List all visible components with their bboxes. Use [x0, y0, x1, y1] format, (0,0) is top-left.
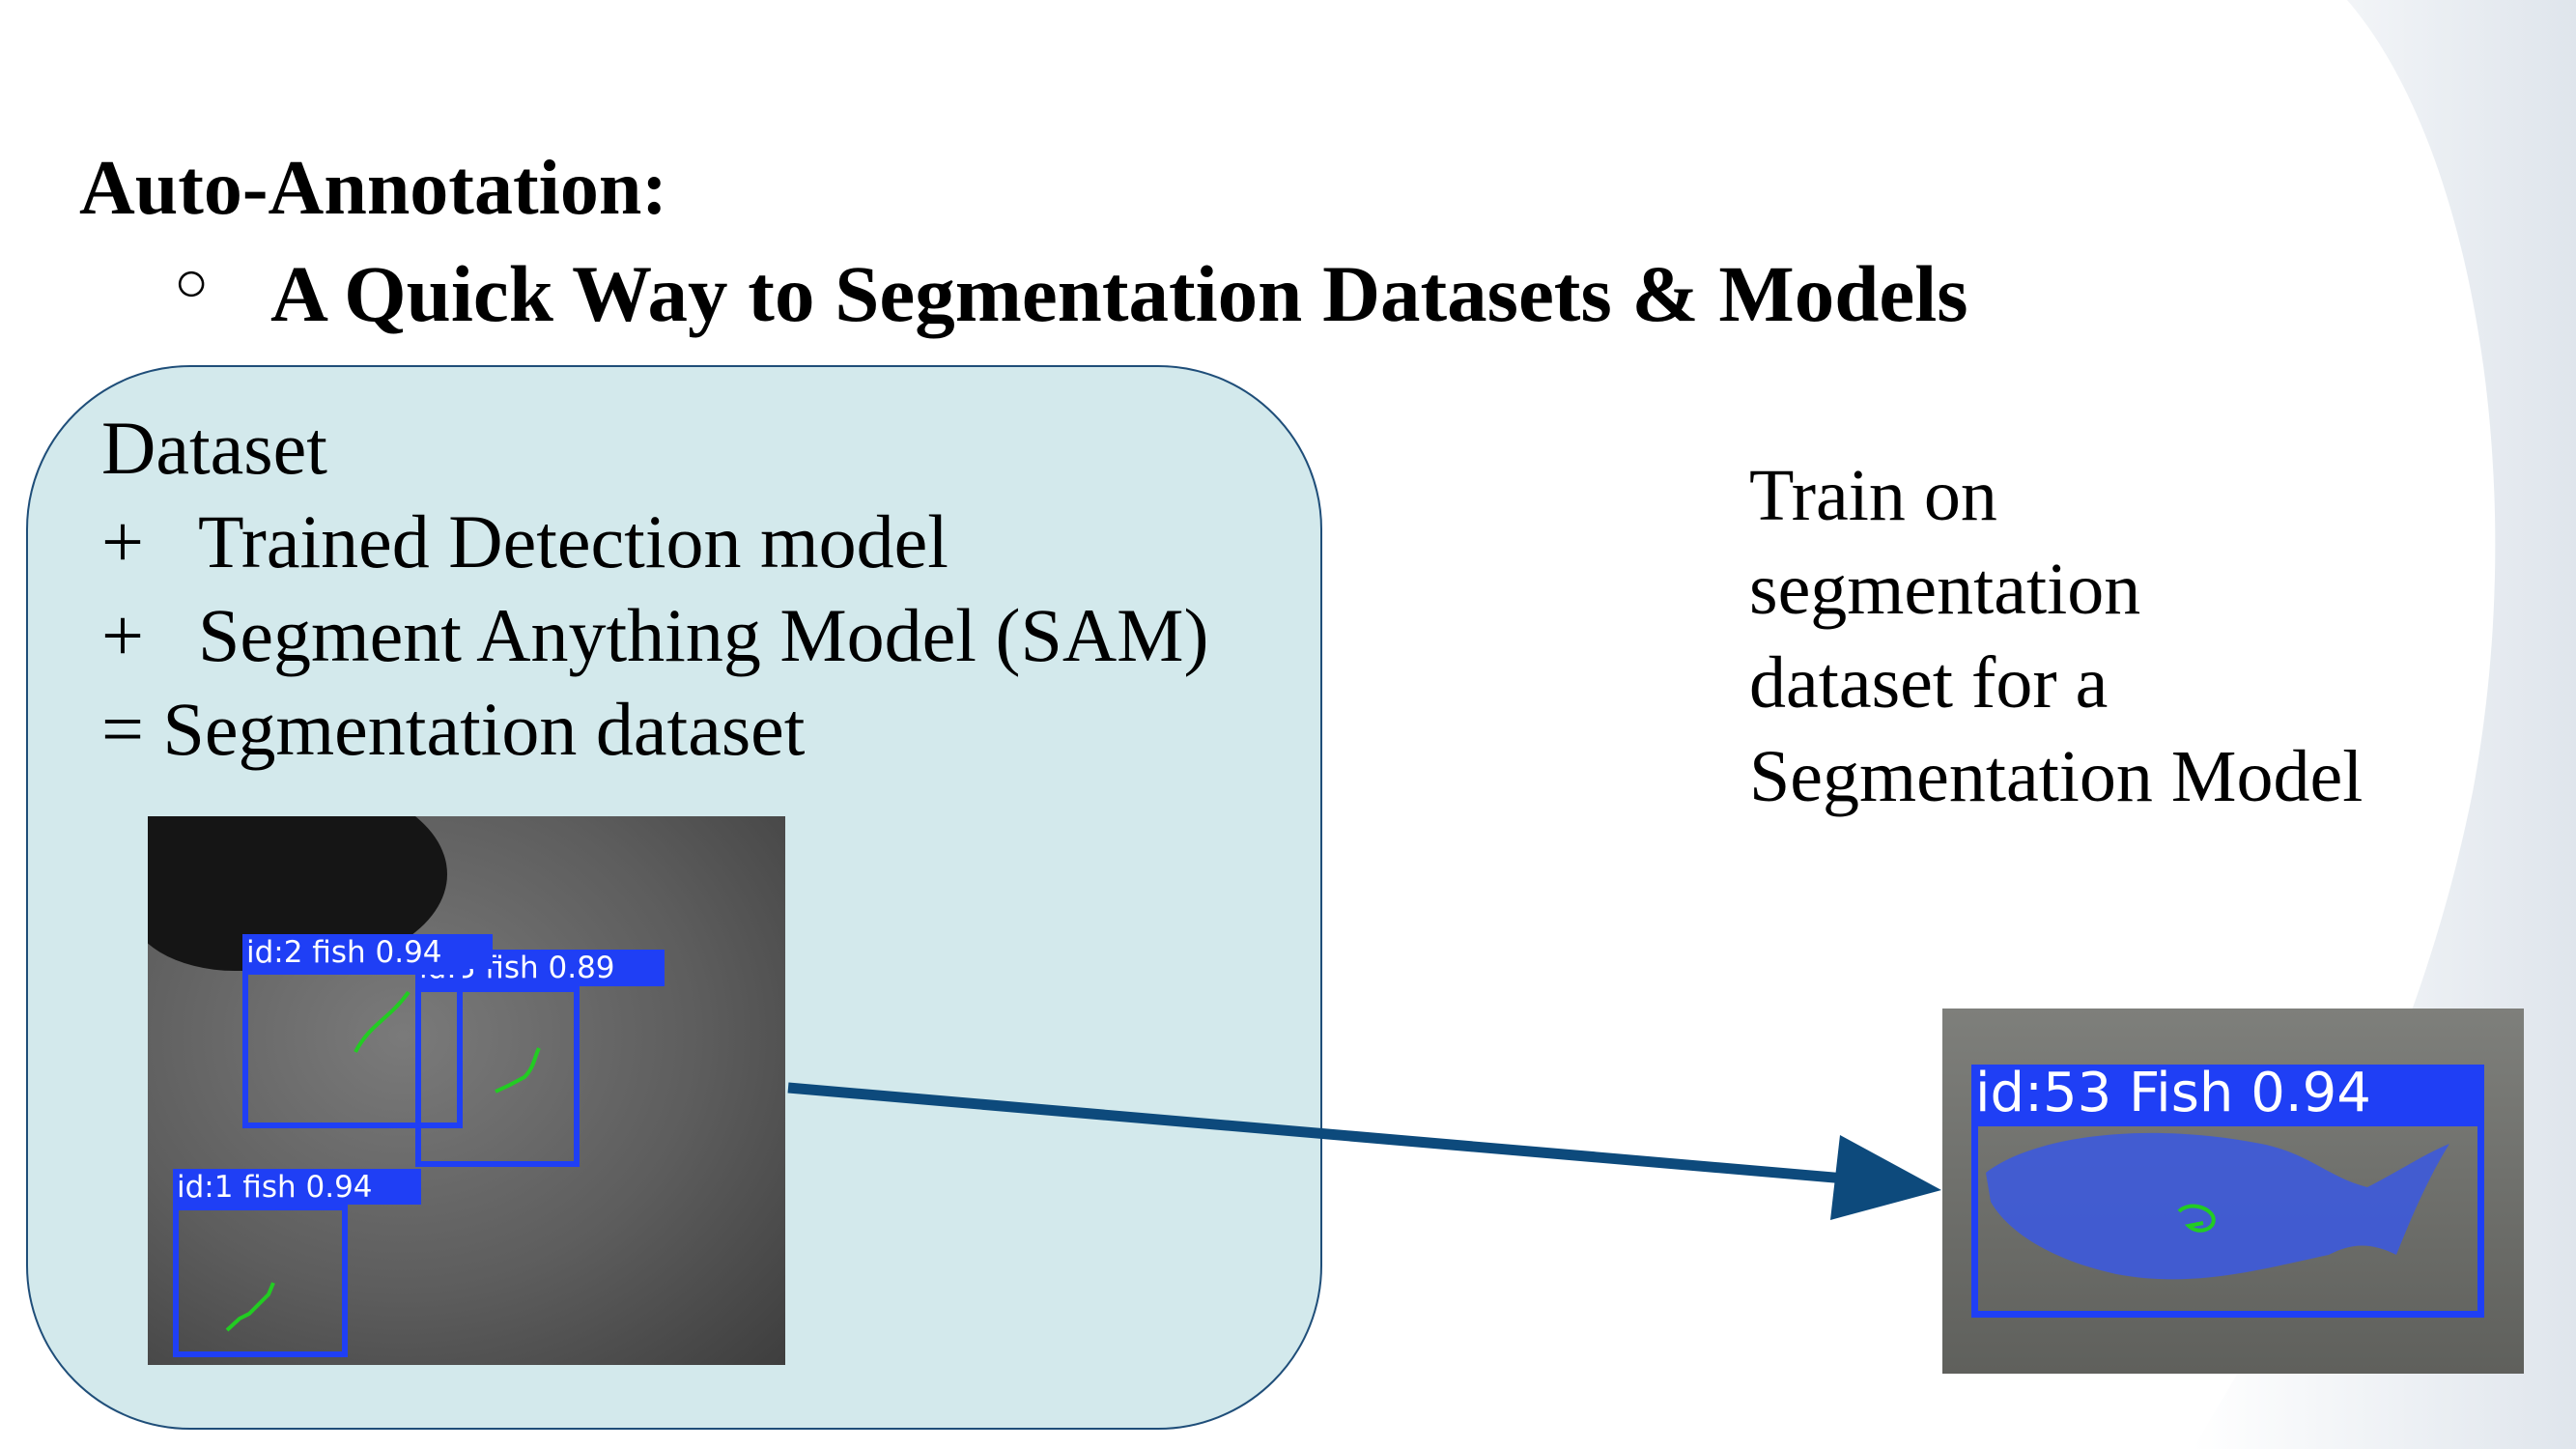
hollow-circle-bullet-icon: ○	[174, 250, 210, 314]
plus-operator: +	[101, 593, 144, 677]
panel-line-text: Dataset	[101, 406, 327, 490]
fish-mask	[1986, 1132, 2449, 1280]
detection-image: id:3 fish 0.89 id:2 fish 0.94 id:1 fish …	[148, 816, 785, 1365]
detection-box	[173, 1205, 348, 1357]
slide-title: Auto-Annotation:	[79, 146, 667, 231]
panel-line-text: = Segmentation dataset	[101, 687, 806, 771]
train-text-line: dataset for a	[1749, 642, 2109, 724]
segmentation-image: id:53 Fish 0.94	[1942, 1009, 2524, 1374]
panel-line: Dataset	[101, 411, 327, 486]
panel-line-text: Trained Detection model	[198, 499, 948, 583]
train-text-line: Train on	[1749, 455, 1997, 536]
panel-line: +Segment Anything Model (SAM)	[101, 598, 1209, 673]
segmentation-box	[1971, 1120, 2484, 1318]
train-description: Train on segmentation dataset for a Segm…	[1749, 449, 2363, 824]
plus-operator: +	[101, 499, 144, 583]
panel-line-text: Segment Anything Model (SAM)	[198, 593, 1209, 677]
detection-box	[242, 969, 463, 1128]
train-text-line: segmentation	[1749, 549, 2141, 630]
detection-label: id:1 fish 0.94	[173, 1169, 421, 1205]
detection-label: id:2 fish 0.94	[242, 934, 493, 970]
slide-subtitle: A Quick Way to Segmentation Datasets & M…	[270, 249, 1968, 338]
panel-line: = Segmentation dataset	[101, 692, 805, 767]
detection-box	[415, 986, 580, 1167]
train-text-line: Segmentation Model	[1749, 736, 2364, 817]
segmentation-label: id:53 Fish 0.94	[1971, 1065, 2484, 1122]
panel-line: +Trained Detection model	[101, 504, 948, 580]
track-lines	[225, 990, 541, 1332]
